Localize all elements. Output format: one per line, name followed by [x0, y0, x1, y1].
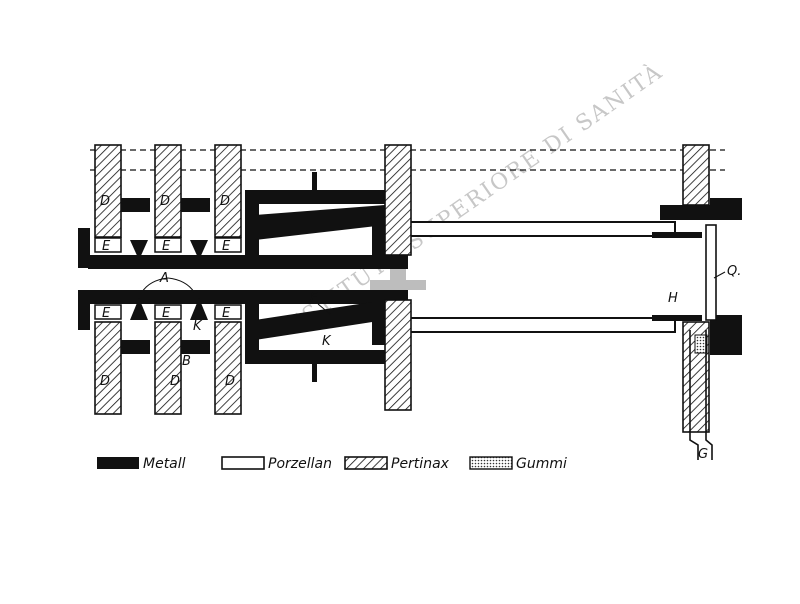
right-end-clamp	[689, 198, 742, 460]
legend-label-metal: Metall	[143, 456, 186, 472]
legend-swatch-rubber	[469, 456, 513, 470]
label-D-2: D	[160, 194, 170, 209]
label-E-2: E	[162, 239, 171, 254]
label-E-5: E	[162, 306, 171, 321]
legend-swatch-metal	[97, 457, 139, 469]
porcelain-tubes	[404, 221, 676, 333]
tie-rods	[90, 149, 725, 171]
leader-lines	[141, 271, 726, 315]
label-D-6: D	[225, 374, 235, 389]
lower-metal-body	[78, 290, 702, 382]
label-E-1: E	[102, 239, 111, 254]
legend: Metall Porzellan Pertinax Gummi	[97, 456, 567, 472]
e-inserts	[94, 237, 242, 320]
legend-label-rubber: Gummi	[516, 456, 567, 472]
label-E-3: E	[222, 239, 231, 254]
label-H: H	[668, 291, 678, 306]
part-labels: D D D D D D E E E E E E A K K B F H Q. G	[100, 194, 741, 462]
label-D-1: D	[100, 194, 110, 209]
legend-label-porcelain: Porzellan	[268, 456, 332, 472]
label-K-2: K	[322, 334, 332, 349]
upper-metal-body	[78, 172, 710, 269]
valve-arrows	[130, 240, 208, 320]
label-B: B	[182, 354, 191, 369]
label-D-3: D	[220, 194, 230, 209]
label-Q: Q.	[727, 264, 741, 279]
label-E-6: E	[222, 306, 231, 321]
label-G: G	[698, 447, 708, 462]
label-F: F	[310, 291, 318, 306]
legend-label-pertinax: Pertinax	[391, 456, 450, 472]
label-K-1: K	[193, 319, 203, 334]
label-D-5: D	[170, 374, 180, 389]
legend-swatch-porcelain	[221, 456, 265, 470]
pertinax-discs	[94, 144, 710, 433]
label-E-4: E	[102, 306, 111, 321]
label-D-4: D	[100, 374, 110, 389]
legend-swatch-pertinax	[344, 456, 388, 470]
